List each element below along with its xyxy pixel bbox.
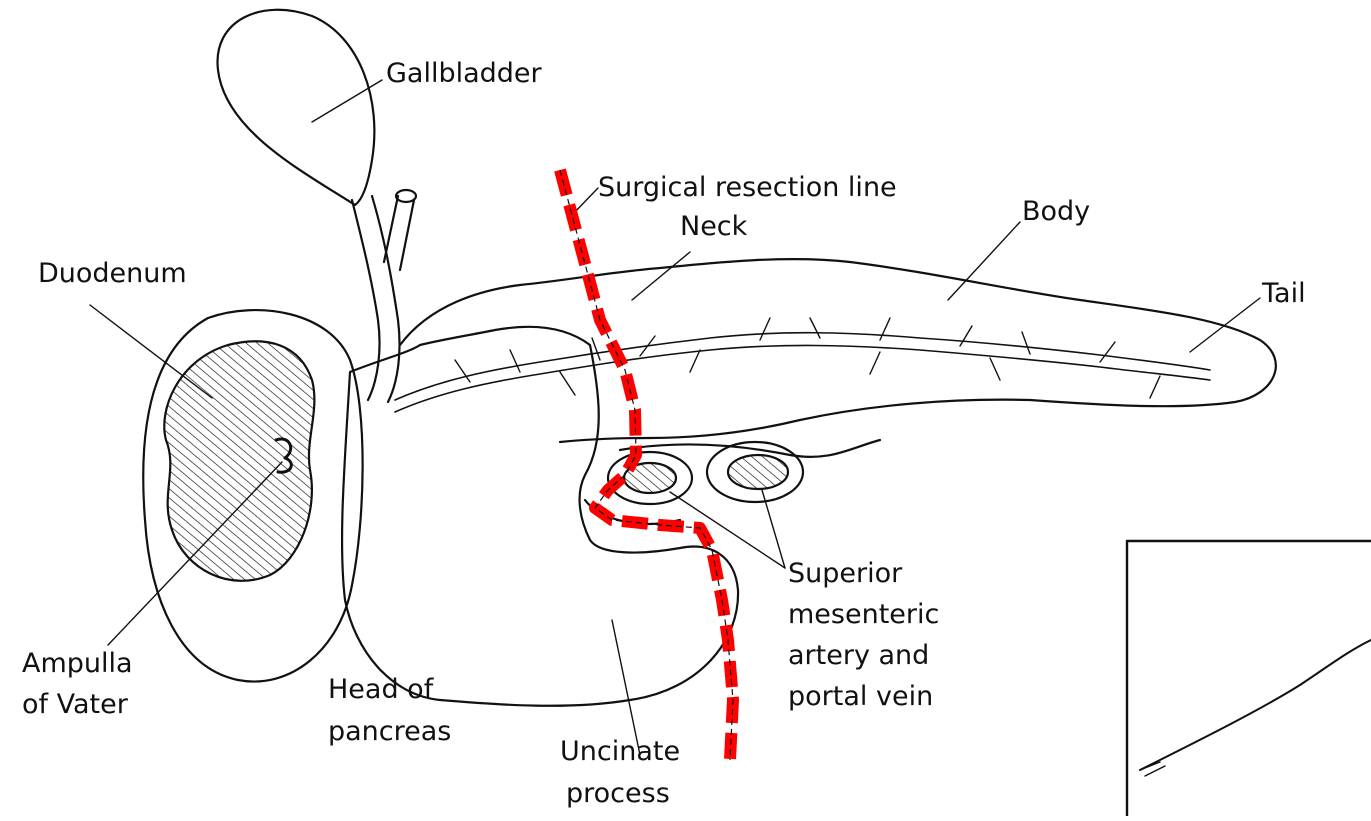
label-head-line-2: pancreas	[328, 716, 451, 747]
label-head-line-1: Head of	[328, 674, 435, 705]
label-vessels-line-4: portal vein	[788, 681, 933, 712]
leader-duodenum	[90, 305, 212, 398]
pancreas-head-outline	[342, 327, 738, 706]
leader-uncinate	[612, 620, 640, 755]
inset-curve	[1140, 640, 1371, 770]
leader-neck	[632, 252, 690, 300]
label-neck: Neck	[680, 211, 748, 242]
hepatic-duct	[384, 196, 414, 270]
vessel-right-inner	[728, 455, 788, 489]
label-vessels-line-1: Superior	[788, 558, 903, 589]
label-vessels-line-2: mesenteric	[788, 599, 939, 630]
leader-vessels-2	[762, 490, 785, 568]
label-vessels-line-3: artery and	[788, 640, 929, 671]
leader-tail	[1190, 298, 1260, 352]
label-tail: Tail	[1261, 278, 1306, 309]
inset-frame	[1127, 541, 1371, 816]
gallbladder-shape	[218, 10, 375, 205]
label-ampulla-line-2: of Vater	[22, 689, 129, 720]
label-resection-line: Surgical resection line	[598, 172, 897, 203]
pancreas-body-outline	[400, 259, 1276, 442]
label-duodenum: Duodenum	[38, 258, 187, 289]
label-ampulla-line-1: Ampulla	[22, 648, 133, 679]
label-uncinate-line-1: Uncinate	[560, 736, 680, 767]
duodenum-lumen-hatched	[164, 341, 314, 580]
label-body: Body	[1022, 196, 1090, 227]
leader-vessels-1	[670, 492, 785, 568]
pancreatic-duct-lower	[395, 345, 1210, 412]
label-gallbladder: Gallbladder	[386, 58, 543, 89]
label-uncinate-line-2: process	[566, 778, 670, 809]
